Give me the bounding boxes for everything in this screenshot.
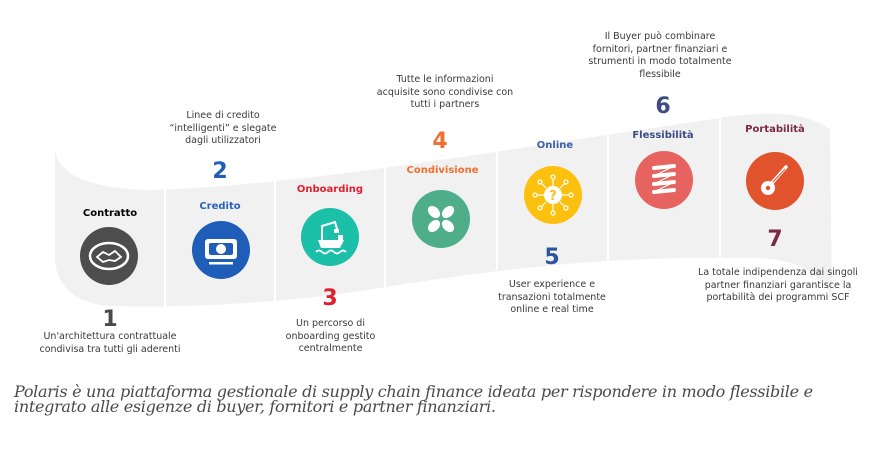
step-5-number: 5 <box>544 245 560 270</box>
step-7-description: La totale indipendenza dai singoli partn… <box>698 267 858 303</box>
joined-hands-icon <box>412 190 470 248</box>
caption: Polaris è una piattaforma gestionale di … <box>14 382 813 416</box>
svg-text:?: ? <box>549 189 557 204</box>
timeline-band <box>55 113 832 307</box>
key-icon <box>746 152 804 210</box>
step-6-number: 6 <box>655 94 671 119</box>
step-2-title: Credito <box>199 201 241 212</box>
step-4-description: Tutte le informazioni acquisite sono con… <box>376 74 514 110</box>
polaris-infographic: Contratto 1 Un'architettura contrattuale… <box>39 31 858 355</box>
step-3-title: Onboarding <box>296 184 364 195</box>
spring-icon <box>635 151 693 209</box>
step-1-number: 1 <box>102 307 118 332</box>
step-2-number: 2 <box>212 159 228 184</box>
step-2-description: Linee di credito “intelligenti” e slegat… <box>169 110 277 146</box>
handshake-icon <box>80 227 138 285</box>
step-4-number: 4 <box>432 129 448 154</box>
step-4-title: Condivisione <box>406 165 479 176</box>
banknote-icon <box>192 221 250 279</box>
step-1-description: Un'architettura contrattuale condivisa t… <box>39 331 181 355</box>
step-3-description: Un percorso di onboarding gestito centra… <box>285 318 376 354</box>
step-1-title: Contratto <box>82 208 138 219</box>
step-6-title: Flessibilità <box>632 130 694 141</box>
cargo-ship-icon <box>301 208 359 266</box>
step-7-number: 7 <box>767 227 783 252</box>
step-6-description: Il Buyer può combinare fornitori, partne… <box>588 31 732 80</box>
step-5-title: Online <box>536 140 574 151</box>
step-7-title: Portabilità <box>745 124 805 135</box>
step-3-number: 3 <box>322 286 338 311</box>
network-question-icon: ? <box>524 166 582 224</box>
step-5-description: User experience e transazioni totalmente… <box>498 279 606 315</box>
